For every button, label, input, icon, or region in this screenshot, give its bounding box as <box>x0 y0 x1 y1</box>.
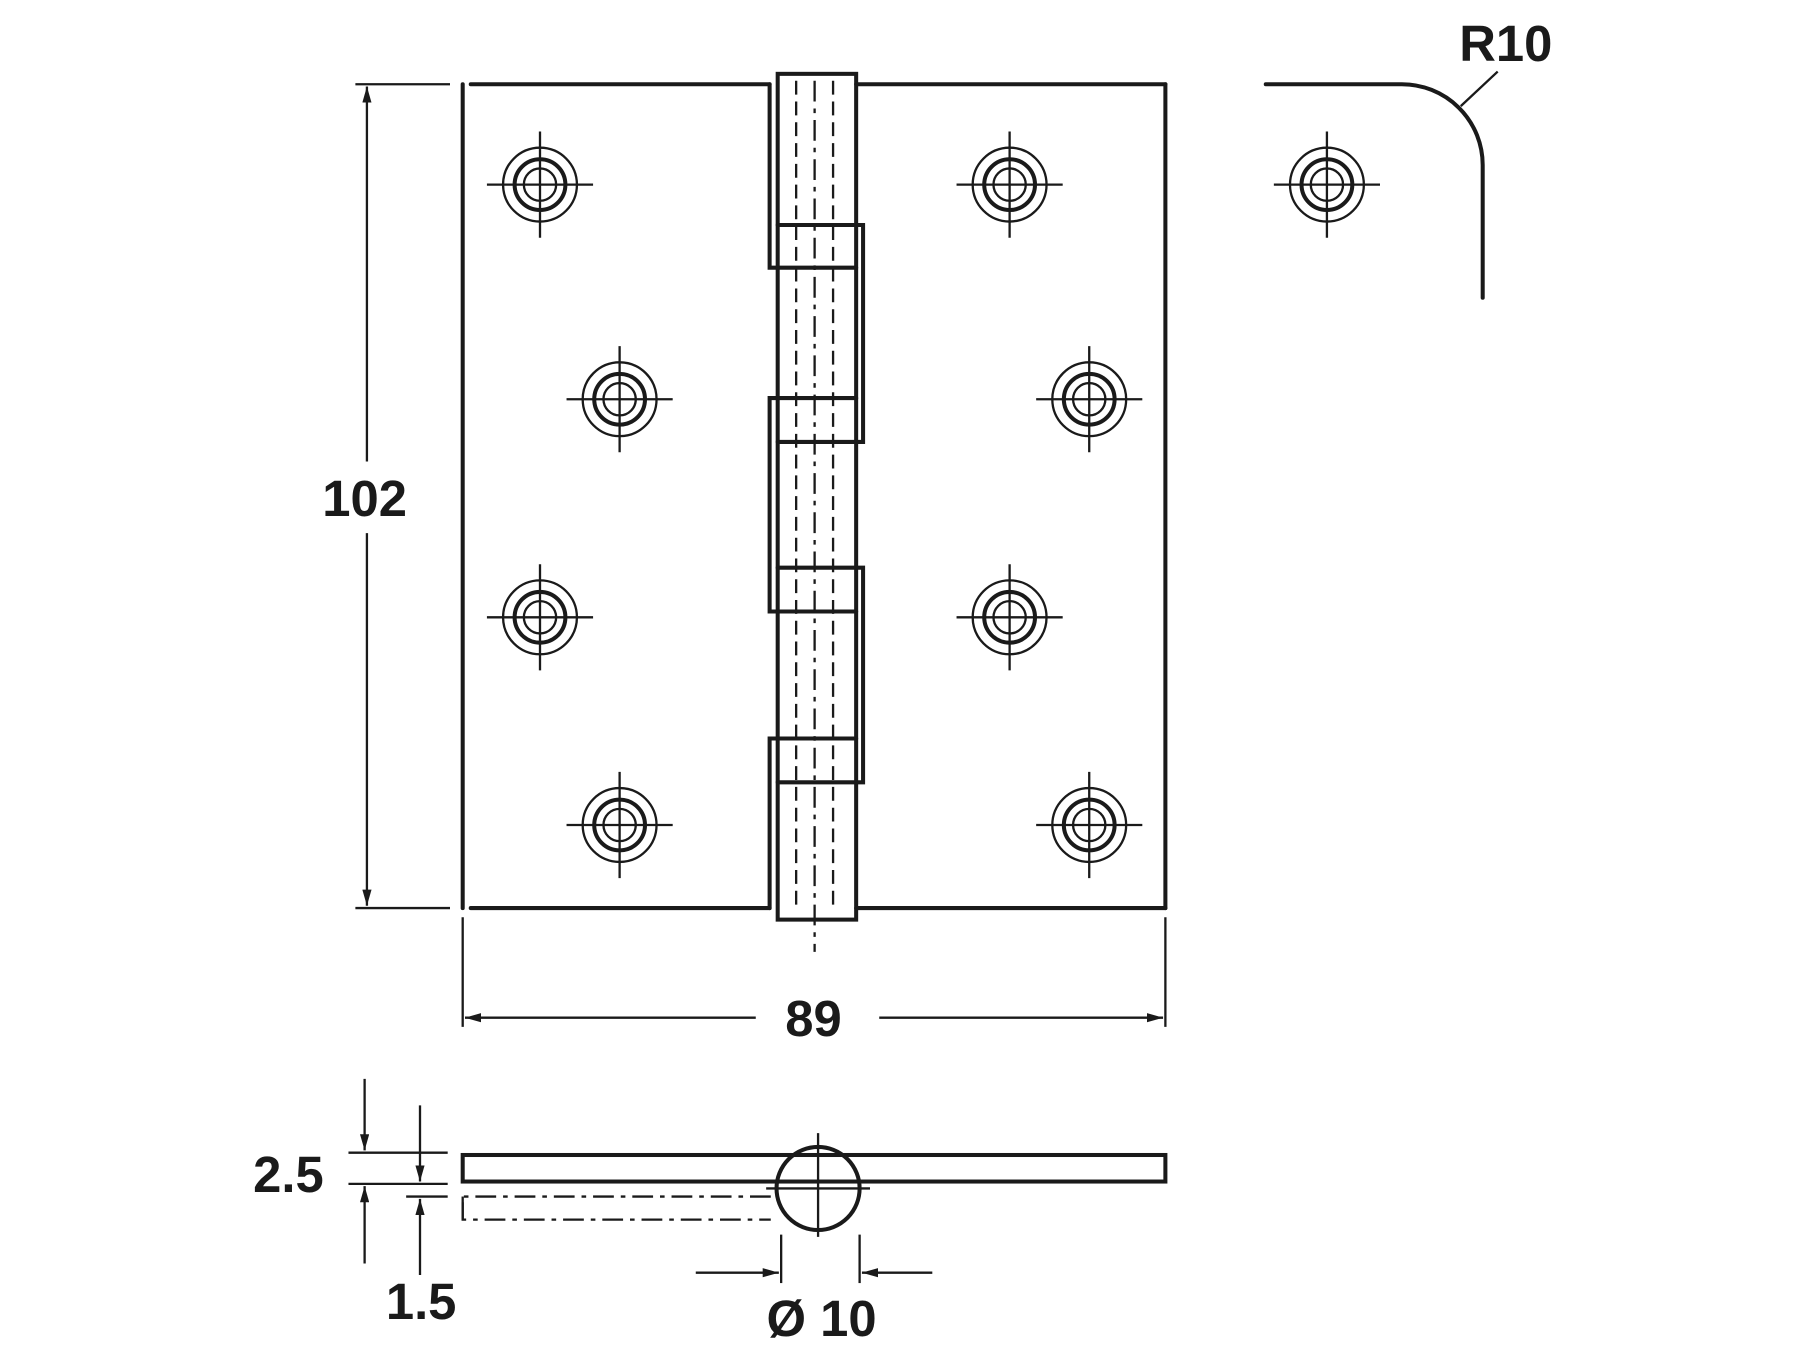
screw-hole <box>957 132 1063 238</box>
screw-hole <box>1036 346 1142 452</box>
radius-label: R10 <box>1459 15 1552 72</box>
side-view <box>460 1133 1168 1237</box>
left-leaf <box>460 82 780 911</box>
height-label: 102 <box>322 470 407 527</box>
knuckle-barrel <box>775 71 859 952</box>
screw-hole <box>1274 132 1380 238</box>
screw-hole <box>957 564 1063 670</box>
width-label: 89 <box>785 990 841 1047</box>
height-dimension: 102 <box>322 83 450 910</box>
right-leaf <box>854 82 1168 911</box>
screw-hole <box>567 346 673 452</box>
width-dimension: 89 <box>461 917 1167 1047</box>
screw-hole <box>487 564 593 670</box>
screw-hole <box>567 772 673 878</box>
screw-hole <box>487 132 593 238</box>
corner-detail: R10 <box>1263 15 1552 300</box>
pin-diameter-dimension: Ø 10 <box>695 1234 933 1347</box>
plate-thickness-label: 1.5 <box>386 1273 457 1330</box>
knuckle-thickness-label: 2.5 <box>253 1146 324 1203</box>
thickness-dimensions: 2.5 1.5 <box>253 1078 457 1330</box>
pin-diameter-label: Ø 10 <box>767 1290 877 1347</box>
screw-hole <box>1036 772 1142 878</box>
